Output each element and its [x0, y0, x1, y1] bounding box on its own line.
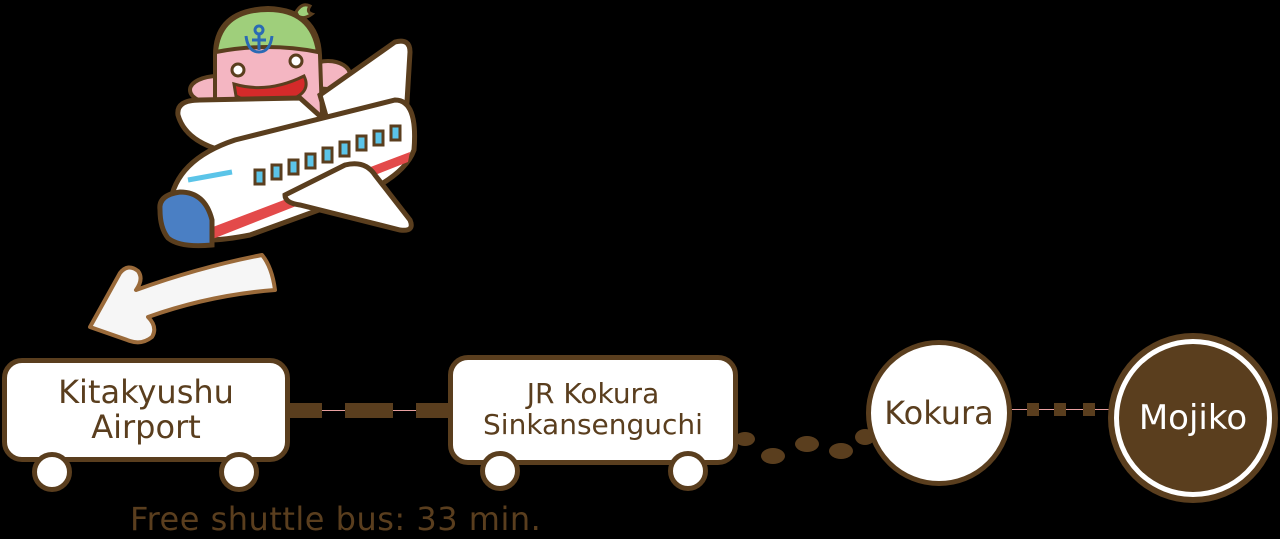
stop-label-line1: Kitakyushu [58, 372, 234, 411]
stop-label: Kokura [884, 394, 994, 432]
airplane-icon [157, 38, 418, 249]
connector-square [1054, 403, 1066, 416]
mascot-airplane-illustration [157, 3, 418, 249]
stop-kokura: Kokura [866, 340, 1012, 486]
connector-bar [416, 403, 450, 418]
route-diagram: Kitakyushu Airport JR Kokura Sinkansengu… [0, 0, 1280, 539]
connector-bar [345, 403, 393, 418]
connector-bar [290, 403, 322, 418]
bus-wheel-icon [219, 452, 259, 492]
connector-square [1083, 403, 1095, 416]
travel-time-caption: Free shuttle bus: 33 min. [130, 500, 542, 538]
arrow-down-left-icon [88, 253, 277, 345]
stop-mojiko-ring: Mojiko [1114, 339, 1272, 497]
stop-label: Mojiko [1138, 398, 1248, 438]
bus-shape: JR Kokura Sinkansenguchi [448, 355, 738, 465]
stop-label-line2: Airport [91, 408, 201, 446]
bus-shape: Kitakyushu Airport [2, 358, 290, 462]
stop-label-line2: Sinkansenguchi [483, 408, 703, 441]
connector-jr-kokura-to-kokura [735, 429, 875, 464]
connector-square [1027, 403, 1039, 416]
bus-wheel-icon [480, 451, 520, 491]
stop-mojiko: Mojiko [1108, 333, 1278, 503]
stop-label-line1: JR Kokura [526, 377, 660, 411]
bus-wheel-icon [668, 451, 708, 491]
bus-wheel-icon [32, 452, 72, 492]
